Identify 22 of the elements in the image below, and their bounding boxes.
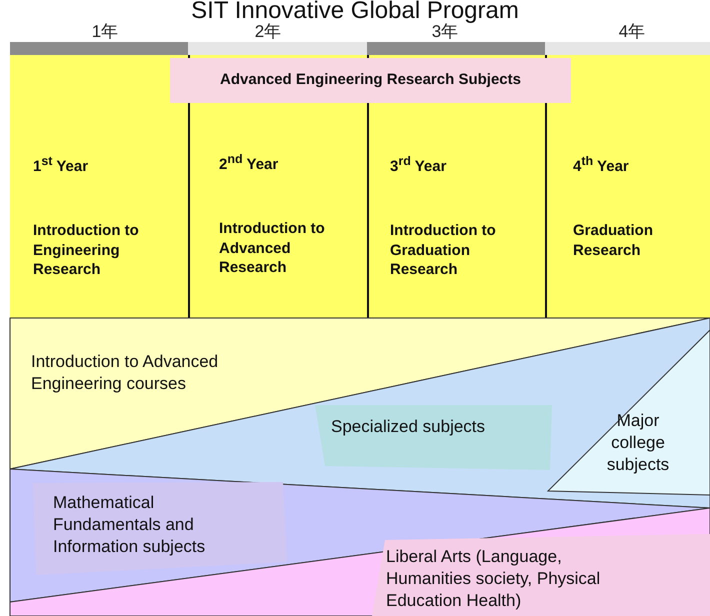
band-label: Introduction to Advanced Engineering courses — [31, 351, 220, 396]
course-label: Introduction to Advanced Research — [219, 219, 326, 278]
year-label: 3年 — [432, 22, 458, 43]
curriculum-band — [548, 330, 710, 495]
year-label: 1年 — [90, 21, 120, 43]
course-label: Introduction to Graduation Research — [390, 221, 497, 280]
curriculum-band — [10, 508, 710, 616]
year-heading: 2$^{nd}$ Year — [219, 151, 280, 174]
band-label: Major college subjects — [606, 410, 670, 476]
band-label: Mathematical Fundamentals and Information subjects — [53, 492, 206, 558]
title: SIT Innovative Global Program — [190, 0, 520, 24]
year-heading: 4$^{th}$ Year — [573, 153, 630, 176]
header-box — [170, 58, 571, 103]
band-label: Specialized subjects — [331, 416, 486, 438]
year-label: 2年 — [254, 21, 282, 43]
band-label: Liberal Arts (Language, Humanities society, Physical Education Health) — [386, 546, 602, 612]
course-label: Introduction to Engineering Research — [33, 221, 140, 280]
header-label: Advanced Engineering Research Subjects — [219, 70, 522, 90]
year-heading: 3$^{rd}$ Year — [390, 153, 448, 176]
year-heading: 1$^{st}$ Year — [33, 153, 90, 176]
course-label: Graduation Research — [573, 221, 654, 260]
year-label: 4年 — [618, 21, 646, 43]
